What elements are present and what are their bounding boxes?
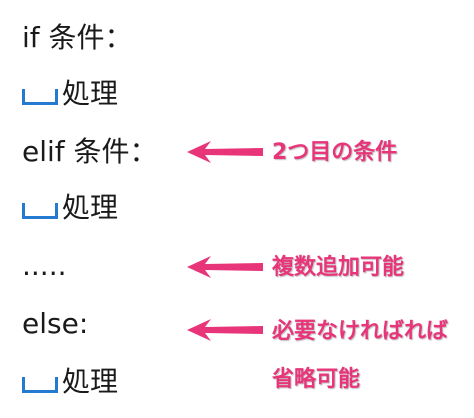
left-arrow-icon: [187, 141, 263, 163]
note-second-condition: 2つ目の条件: [272, 140, 398, 165]
code-line-ellipsis: .....: [22, 249, 67, 282]
process-label: 処理: [62, 77, 119, 110]
space-indent-icon: [22, 89, 58, 105]
process-label: 処理: [62, 191, 119, 224]
space-indent-icon: [22, 377, 58, 393]
code-line-process-1: 処理: [22, 80, 118, 108]
note-multiple: 複数追加可能: [272, 255, 405, 280]
left-arrow-icon: [187, 319, 263, 341]
code-line-process-2: 処理: [22, 194, 118, 222]
code-line-process-3: 処理: [22, 368, 118, 396]
process-label: 処理: [62, 365, 119, 398]
space-indent-icon: [22, 203, 58, 219]
left-arrow-icon: [187, 256, 263, 278]
code-line-if: if 条件：: [22, 21, 133, 54]
code-line-else: else:: [22, 307, 89, 340]
code-line-elif: elif 条件：: [22, 135, 158, 168]
note-optional-line2: 省略可能: [272, 367, 361, 392]
note-optional-line1: 必要なければれば: [272, 319, 449, 344]
